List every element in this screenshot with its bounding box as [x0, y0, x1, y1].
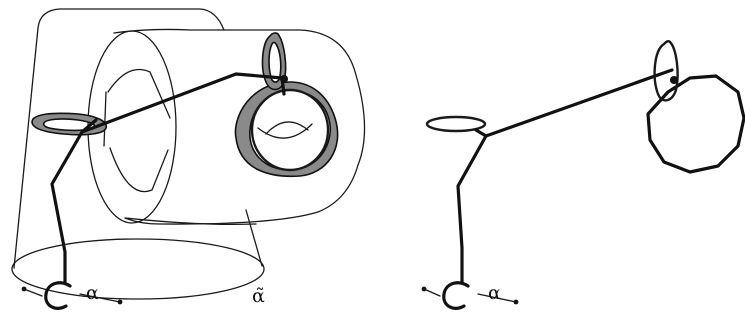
right-cylinder-outline: [113, 28, 366, 225]
right-knot-vertex: [670, 76, 678, 84]
label-alpha-left: α: [86, 282, 99, 304]
left-panel: α α̃: [11, 8, 366, 310]
torus-hole-outline: [103, 91, 107, 147]
right-handle-ring: [234, 81, 339, 178]
right-handle-hole-top: [265, 121, 309, 135]
left-alpha-hook: [44, 281, 72, 310]
label-alpha-right: α: [488, 282, 501, 304]
outer-surface-outline: [13, 8, 225, 269]
torus-hole-lower: [109, 147, 169, 193]
right-panel: α: [421, 39, 745, 310]
left-horizontal-ring: [31, 112, 107, 136]
right-knot-arc-branch: [474, 128, 488, 138]
outer-surface-front-edge: [245, 209, 263, 267]
right-polygon-circle: [646, 74, 745, 174]
right-panel-ellipse: [425, 115, 487, 133]
right-alpha-hook: [442, 281, 470, 310]
right-knot-arc: [456, 68, 674, 284]
label-alpha-tilde: α̃: [252, 285, 265, 307]
left-alpha-tail: [23, 288, 121, 303]
right-vertical-loop: [653, 39, 679, 102]
right-alpha-tail: [423, 288, 517, 303]
right-handle-ring-inner: [250, 88, 330, 172]
left-knot-vertex: [280, 75, 288, 83]
torus-hole-upper: [107, 68, 171, 119]
bottom-ellipse: [11, 238, 265, 300]
right-cylinder-bottom: [124, 217, 257, 226]
right-handle-hole: [257, 123, 313, 139]
left-knot-arc-branch: [80, 118, 98, 134]
